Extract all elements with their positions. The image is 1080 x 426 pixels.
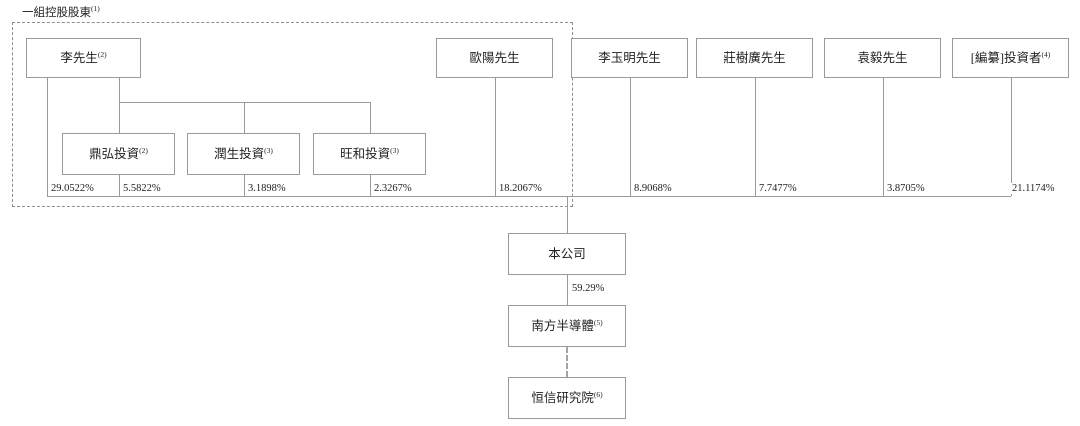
- node-hengxin[interactable]: 恒信研究院(6): [508, 377, 626, 419]
- node-wanghe-note: (3): [390, 145, 399, 155]
- node-company-label: 本公司: [548, 246, 586, 261]
- node-investor-note: (4): [1041, 49, 1051, 59]
- connector-dinghong-drop: [119, 175, 120, 196]
- node-yuan[interactable]: 袁毅先生: [824, 38, 941, 78]
- controlling-shareholder-group-caption: 一組控股股東(1): [22, 4, 100, 20]
- connector-bus-to-runsheng: [244, 102, 245, 133]
- node-li-yuming-label: 李玉明先生: [598, 50, 661, 65]
- node-nanfang-label: 南方半導體: [531, 318, 594, 333]
- node-zhuang-label: 莊樹廣先生: [723, 50, 786, 65]
- pct-zhuang: 7.7477%: [758, 183, 798, 194]
- node-li-mr-label: 李先生: [60, 50, 98, 65]
- group-caption-label: 一組控股股東: [22, 7, 91, 19]
- node-li-mr-note: (2): [97, 49, 107, 59]
- node-wanghe-label: 旺和投資: [340, 146, 391, 161]
- node-runsheng[interactable]: 潤生投資(3): [187, 133, 300, 175]
- pct-li-yuming: 8.9068%: [633, 183, 673, 194]
- connector-li-yuming-drop: [630, 78, 631, 196]
- node-dinghong-label: 鼎弘投資: [89, 146, 140, 161]
- node-ouyang[interactable]: 歐陽先生: [436, 38, 553, 78]
- connector-bus-to-company: [567, 196, 568, 233]
- node-hengxin-note: (6): [593, 389, 603, 399]
- pct-dinghong: 5.5822%: [122, 183, 162, 194]
- node-investor-label: [編纂]投資者: [970, 50, 1042, 65]
- node-yuan-label: 袁毅先生: [857, 50, 908, 65]
- pct-li-direct: 29.0522%: [50, 183, 95, 194]
- connector-wanghe-drop: [370, 175, 371, 196]
- connector-bus-to-dinghong: [119, 102, 120, 133]
- connector-company-to-nanfang: [567, 275, 568, 305]
- connector-bus-to-wanghe: [370, 102, 371, 133]
- pct-investor: 21.1174%: [1011, 183, 1056, 194]
- connector-investor-drop: [1011, 78, 1012, 196]
- pct-wanghe: 2.3267%: [373, 183, 413, 194]
- connector-li-stem: [119, 78, 120, 102]
- node-nanfang[interactable]: 南方半導體(5): [508, 305, 626, 347]
- connector-li-vehicle-bus: [119, 102, 371, 103]
- node-li-mr[interactable]: 李先生(2): [26, 38, 141, 78]
- node-investor[interactable]: [編纂]投資者(4): [952, 38, 1069, 78]
- connector-li-direct-drop: [47, 78, 48, 196]
- pct-runsheng: 3.1898%: [247, 183, 287, 194]
- connector-ouyang-drop: [495, 78, 496, 196]
- node-dinghong[interactable]: 鼎弘投資(2): [62, 133, 175, 175]
- node-li-yuming[interactable]: 李玉明先生: [571, 38, 688, 78]
- pct-company-to-nanfang: 59.29%: [570, 283, 607, 294]
- connector-yuan-drop: [883, 78, 884, 196]
- group-caption-note: (1): [91, 4, 100, 14]
- connector-main-bus: [47, 196, 1011, 197]
- pct-yuan: 3.8705%: [886, 183, 926, 194]
- node-runsheng-label: 潤生投資: [214, 146, 265, 161]
- node-company[interactable]: 本公司: [508, 233, 626, 275]
- node-hengxin-label: 恒信研究院: [531, 390, 594, 405]
- node-ouyang-label: 歐陽先生: [469, 50, 520, 65]
- node-zhuang[interactable]: 莊樹廣先生: [696, 38, 813, 78]
- controlling-shareholder-group-frame: [12, 22, 573, 207]
- connector-nanfang-to-hengxin: [566, 347, 568, 377]
- node-runsheng-note: (3): [264, 145, 273, 155]
- node-nanfang-note: (5): [593, 317, 603, 327]
- node-dinghong-note: (2): [139, 145, 148, 155]
- connector-runsheng-drop: [244, 175, 245, 196]
- connector-zhuang-drop: [755, 78, 756, 196]
- node-wanghe[interactable]: 旺和投資(3): [313, 133, 426, 175]
- pct-ouyang: 18.2067%: [498, 183, 543, 194]
